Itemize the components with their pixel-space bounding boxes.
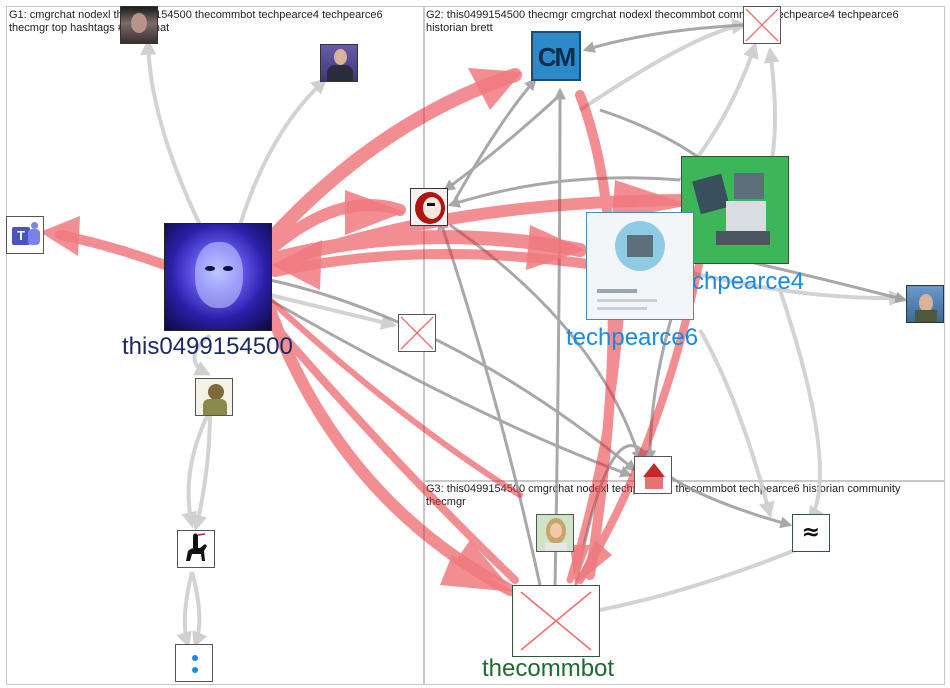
node-label-techpearce4: techpearce4 [672,268,805,295]
profile-photo-node-this0499154500[interactable] [164,223,272,331]
horse-rider-glyph [186,533,207,561]
edge-arrowhead [40,216,80,256]
edge-arrowhead [440,555,515,592]
edge [698,329,775,519]
cm-logo-text: CM [537,42,576,72]
edge [447,176,681,208]
photo-roof-shape [643,463,665,477]
profile-photo-node[interactable] [120,6,158,44]
edge [269,278,637,472]
edge [191,409,212,532]
edge-arrowhead [272,240,322,290]
photo-eye-shape [427,203,435,206]
broken-image-icon[interactable] [743,6,781,44]
photo-eye-shape [205,266,215,271]
broken-image-node-thecommbot[interactable] [512,585,600,657]
photo-body-shape [327,65,353,81]
edge [192,333,212,376]
approx-glyph: ≈ [801,520,821,545]
edge-arrowhead [575,540,612,585]
colon-dot-bottom [192,667,198,673]
photo-eye-shape [223,266,233,271]
edge-arrowhead [468,68,522,110]
microsoft-teams-icon[interactable]: T [6,216,44,254]
edge [453,78,537,201]
edge [181,409,212,529]
photo-desk-shape [627,235,653,257]
edge [176,571,194,649]
photo-card-line [597,289,637,293]
teams-head-shape [31,222,38,229]
edge [267,297,523,498]
edge [778,289,824,523]
profile-photo-node[interactable] [536,514,574,552]
edge-arrowhead [526,225,585,270]
photo-desk-shape [716,231,770,245]
photo-body-shape [645,477,663,489]
photo-face-shape [423,197,441,219]
group-g3-box [423,480,945,685]
photo-head-shape [208,384,224,400]
profile-photo-node[interactable] [320,44,358,82]
cm-logo-icon[interactable]: CM [531,31,581,81]
edge-arrowhead [345,190,405,235]
broken-image-glyph [520,591,592,651]
node-label-thecommbot: thecommbot [482,655,615,682]
edge [659,468,793,529]
photo-desk-shape [734,173,764,199]
edge [679,268,906,307]
profile-photo-node[interactable] [634,456,672,494]
photo-face-shape [919,294,933,312]
broken-image-icon[interactable] [398,314,436,352]
profile-photo-node-techpearce4[interactable] [681,156,789,264]
photo-face-shape [550,523,562,538]
profile-photo-node[interactable] [410,188,448,226]
edge [190,571,208,648]
broken-image-glyph [745,8,779,42]
photo-body-shape [203,399,227,415]
edge [553,87,566,591]
edge [269,298,633,478]
teams-person-shape [28,229,40,245]
edge [599,537,823,612]
horse-rider-icon[interactable] [177,530,215,568]
node-label-this0499154500: this0499154500 [122,333,293,360]
edge [269,293,398,330]
edge-arrowhead [455,540,508,585]
photo-face-shape [195,242,243,308]
edge [266,316,519,584]
edge [437,217,542,586]
photo-body-shape [915,310,937,322]
profile-photo-node-techpearce6[interactable] [586,212,694,320]
photo-desk-shape [692,173,730,215]
photo-desk-shape [726,201,766,231]
photo-card-line [597,299,657,302]
edge [238,77,328,226]
colon-icon[interactable] [175,644,213,682]
colon-dot-top [192,655,198,661]
broken-image-glyph [400,316,434,350]
photo-face-shape [131,13,147,33]
profile-photo-node[interactable] [906,285,944,323]
node-label-techpearce6: techpearce6 [566,324,699,351]
profile-photo-node[interactable] [195,378,233,416]
teams-tile-shape: T [12,227,30,245]
photo-body-shape [545,543,567,551]
edge [582,23,746,53]
photo-face-shape [334,49,347,65]
edge [578,18,749,112]
edge [140,38,202,226]
edge [443,93,562,192]
photo-card-line [597,307,647,310]
edge-arrowhead [570,545,590,585]
approx-icon[interactable]: ≈ [792,514,830,552]
edge-arrowhead [612,180,690,220]
